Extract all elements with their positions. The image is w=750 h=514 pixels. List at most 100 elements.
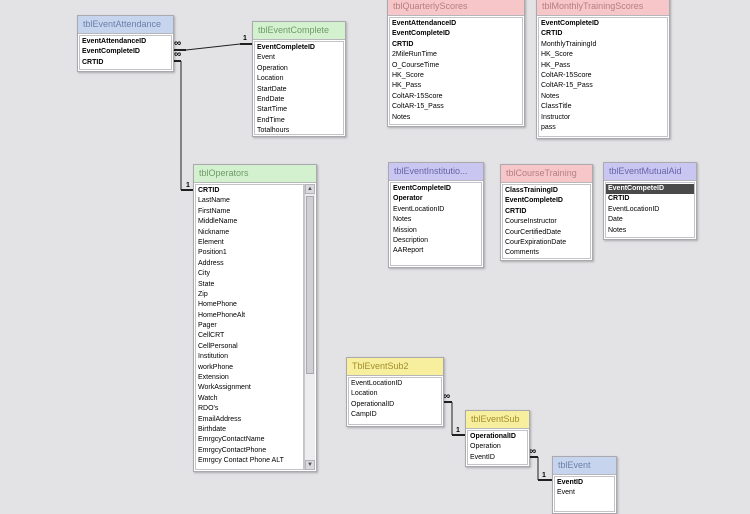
field-row[interactable]: Event	[257, 54, 275, 62]
field-row[interactable]: CourCertifiedDate	[505, 228, 562, 236]
rel-attendance-complete[interactable]	[172, 43, 252, 51]
table-title[interactable]: tblMonthlyTrainingScores	[537, 0, 669, 16]
field-row[interactable]: EventAttendanceID	[392, 20, 457, 27]
table-title[interactable]: tblQuarterlyScores	[388, 0, 524, 16]
field-list[interactable]: EventID Event	[554, 476, 615, 512]
field-row[interactable]: Institution	[198, 353, 228, 361]
field-row[interactable]: HK_Score	[392, 71, 424, 79]
field-row[interactable]: City	[198, 270, 211, 278]
rel-sub-event[interactable]	[528, 456, 552, 481]
field-row[interactable]: EventLocationID	[608, 205, 660, 213]
field-row[interactable]: ColtAR-15_Pass	[541, 82, 593, 90]
field-row[interactable]: EventCompeteID	[606, 184, 694, 195]
field-row[interactable]: EventCompleteID	[257, 44, 315, 51]
field-row[interactable]: Location	[351, 390, 378, 398]
table-title[interactable]: tblCourseTraining	[501, 165, 592, 183]
table-title[interactable]: tblEvent	[553, 457, 616, 475]
field-row[interactable]: Comments	[505, 249, 539, 257]
field-row[interactable]: HK_Pass	[392, 82, 422, 90]
field-row[interactable]: EventLocationID	[393, 205, 445, 213]
field-row[interactable]: Operation	[470, 443, 501, 451]
field-row[interactable]: EventCompleteID	[393, 185, 451, 192]
field-row[interactable]: ClassTrainingID	[505, 187, 558, 194]
field-row[interactable]: O_CourseTime	[392, 61, 440, 69]
table-title[interactable]: tblEventSub	[466, 411, 529, 429]
field-row[interactable]: pass	[541, 123, 556, 131]
field-row[interactable]: LastName	[198, 197, 230, 205]
field-row[interactable]: HK_Score	[541, 51, 573, 59]
field-row[interactable]: EndTime	[257, 116, 285, 124]
field-row[interactable]: Notes	[541, 92, 560, 100]
field-row[interactable]: ColtAR-15Score	[541, 71, 592, 79]
scrollbar-thumb[interactable]	[306, 196, 314, 374]
table-title[interactable]: tblEventComplete	[253, 22, 345, 40]
field-row[interactable]: MiddleName	[198, 218, 238, 226]
scroll-up-arrow-icon[interactable]: ▲	[305, 184, 315, 194]
table-title[interactable]: TblEventSub2	[347, 358, 443, 376]
field-row[interactable]: Emrgcy Contact Phone ALT	[198, 457, 284, 465]
field-row[interactable]: EventID	[557, 479, 584, 486]
field-row[interactable]: EventCompleteID	[392, 30, 450, 38]
field-row[interactable]: Pager	[198, 322, 217, 330]
field-row[interactable]: 2MileRunTime	[392, 51, 437, 59]
field-row[interactable]: HK_Pass	[541, 61, 571, 69]
field-list[interactable]: EventAttendanceID EventCompleteID CRTID 2Mi…	[389, 17, 523, 125]
field-row[interactable]: StartDate	[257, 85, 287, 93]
field-row[interactable]: Description	[393, 236, 429, 244]
rel-sub2-sub[interactable]	[442, 401, 465, 436]
field-row[interactable]: StartTime	[257, 106, 288, 114]
field-row[interactable]: AAReport	[393, 247, 424, 255]
table-tblMonthlyTrainingScores[interactable]: tblMonthlyTrainingScores EventCompleteID…	[536, 0, 670, 139]
field-row[interactable]: Mission	[393, 226, 417, 234]
table-title[interactable]: tblEventAttendance	[78, 16, 173, 34]
field-row[interactable]: CRTID	[608, 195, 630, 203]
field-row[interactable]: Totalhours	[257, 127, 290, 135]
field-row[interactable]: CampID	[351, 411, 377, 419]
field-row[interactable]: Zip	[198, 290, 208, 298]
field-row[interactable]: EventCompleteID	[505, 197, 563, 205]
field-row[interactable]: workPhone	[198, 363, 234, 371]
vertical-scrollbar[interactable]: ▲ ▼	[304, 184, 315, 470]
field-row[interactable]: CRTID	[82, 58, 104, 66]
field-row[interactable]: Watch	[198, 394, 218, 402]
field-row[interactable]: State	[198, 280, 215, 288]
field-row[interactable]: ClassTitle	[541, 103, 572, 111]
field-row[interactable]: WorkAssignment	[198, 384, 251, 392]
field-row[interactable]: Element	[198, 238, 224, 246]
table-title[interactable]: tblEventMutualAid	[604, 163, 696, 181]
field-row[interactable]: CRTID	[392, 40, 414, 48]
field-row[interactable]: Instructor	[541, 113, 571, 121]
field-row[interactable]: ColtAR-15Score	[392, 92, 443, 100]
field-row[interactable]: Date	[608, 216, 623, 224]
field-row[interactable]: EmrgcyContactName	[198, 436, 265, 444]
field-row[interactable]: EventID	[470, 453, 495, 461]
field-row[interactable]: Location	[257, 75, 284, 83]
field-row[interactable]: Nickname	[198, 228, 230, 236]
field-row[interactable]: Extension	[198, 374, 229, 382]
table-title[interactable]: tblOperators	[194, 165, 316, 183]
field-row[interactable]: RDO's	[198, 405, 219, 413]
field-row[interactable]: Event	[557, 489, 575, 497]
table-tblCourseTraining[interactable]: tblCourseTraining ClassTrainingID EventCo…	[500, 164, 593, 261]
field-row[interactable]: ColtAR-15_Pass	[392, 103, 444, 111]
field-row[interactable]: MonthlyTrainingId	[541, 40, 597, 48]
field-row[interactable]: EndDate	[257, 95, 285, 103]
rel-attendance-operators[interactable]	[172, 60, 193, 191]
field-row[interactable]: Notes	[392, 113, 411, 121]
